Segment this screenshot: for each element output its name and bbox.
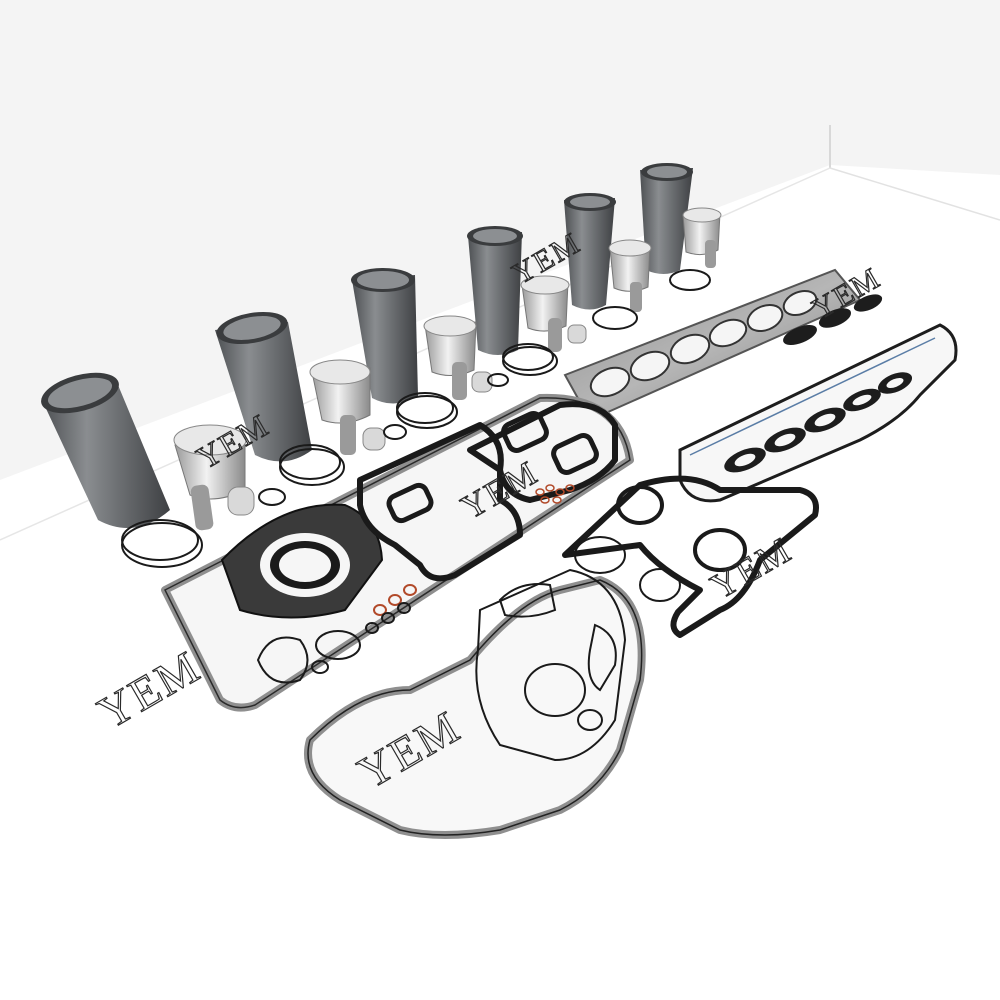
piston-rings: [121, 269, 711, 568]
crank-seal-gasket: [220, 503, 384, 619]
cylinder-liner-icon: [640, 163, 693, 274]
valve-cover-gaskets: [357, 401, 618, 582]
cylinder-liner-icon: [41, 372, 170, 528]
pistons: [173, 207, 722, 531]
oil-pan-gasket: [161, 393, 634, 712]
piston-icon: [682, 207, 722, 268]
piston-icon: [309, 359, 386, 455]
piston-icon: [608, 239, 652, 312]
timing-cover-gasket: [562, 475, 819, 638]
cylinder-liner-icon: [467, 226, 523, 355]
front-cover-gasket: [304, 576, 646, 839]
water-pump-gasket: [475, 536, 681, 762]
piston-icon: [520, 275, 587, 352]
cylinder-liner-icon: [215, 311, 312, 462]
piston-icon: [423, 315, 493, 400]
head-gasket: [563, 268, 862, 422]
manifold-gaskets: [678, 294, 958, 503]
piston-icon: [173, 424, 255, 531]
cylinder-liner-icon: [564, 193, 616, 310]
small-seals: [256, 584, 417, 684]
